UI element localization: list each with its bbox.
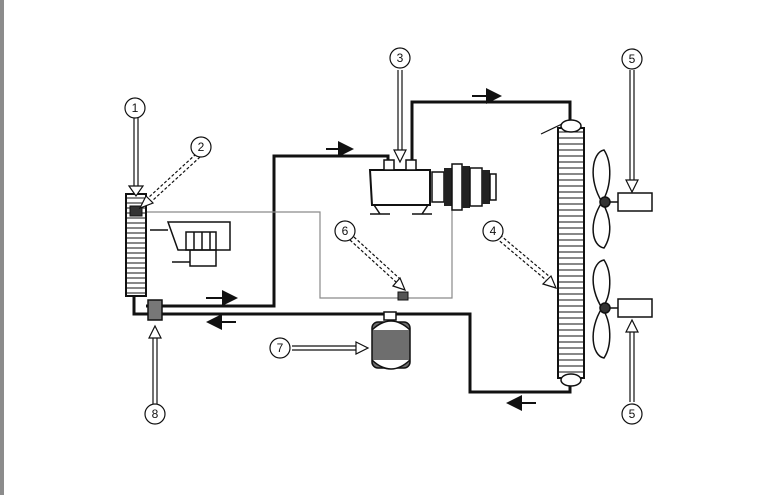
svg-text:4: 4 <box>490 224 497 238</box>
callout-5-lower: 5 <box>621 403 643 425</box>
callout-3: 3 <box>389 47 411 69</box>
svg-text:5: 5 <box>629 52 636 66</box>
condenser-fan-lower <box>592 259 653 359</box>
callout-7: 7 <box>269 337 291 359</box>
callout-8: 8 <box>144 403 166 425</box>
svg-text:7: 7 <box>277 341 284 355</box>
svg-text:2: 2 <box>198 140 205 154</box>
svg-text:8: 8 <box>152 407 159 421</box>
capillary-line <box>146 195 453 299</box>
callout-pointers <box>127 70 639 404</box>
left-border <box>0 0 4 495</box>
callout-1: 1 <box>124 97 146 119</box>
evaporator <box>125 193 147 297</box>
svg-text:1: 1 <box>132 101 139 115</box>
svg-text:5: 5 <box>629 407 636 421</box>
callouts: 1 2 3 4 5 5 6 7 8 <box>124 47 643 425</box>
svg-text:3: 3 <box>397 51 404 65</box>
liquid-line-condenser <box>386 312 572 394</box>
evaporator-bottom-line <box>132 296 148 316</box>
receiver-drier <box>371 311 411 370</box>
condenser-fan-upper <box>592 149 653 249</box>
callout-5-upper: 5 <box>621 48 643 70</box>
compressor <box>368 159 497 215</box>
svg-text:6: 6 <box>342 224 349 238</box>
blower-symbol <box>150 221 231 267</box>
callout-4: 4 <box>482 220 504 242</box>
callout-6: 6 <box>334 220 356 242</box>
callout-2: 2 <box>190 136 212 158</box>
thermostat-sensor <box>129 205 143 217</box>
expansion-valve <box>147 299 163 321</box>
condenser <box>540 119 585 387</box>
suction-line <box>146 154 390 308</box>
discharge-line <box>410 100 572 165</box>
thermostatic-switch <box>397 291 409 301</box>
flow-arrows <box>206 88 536 411</box>
